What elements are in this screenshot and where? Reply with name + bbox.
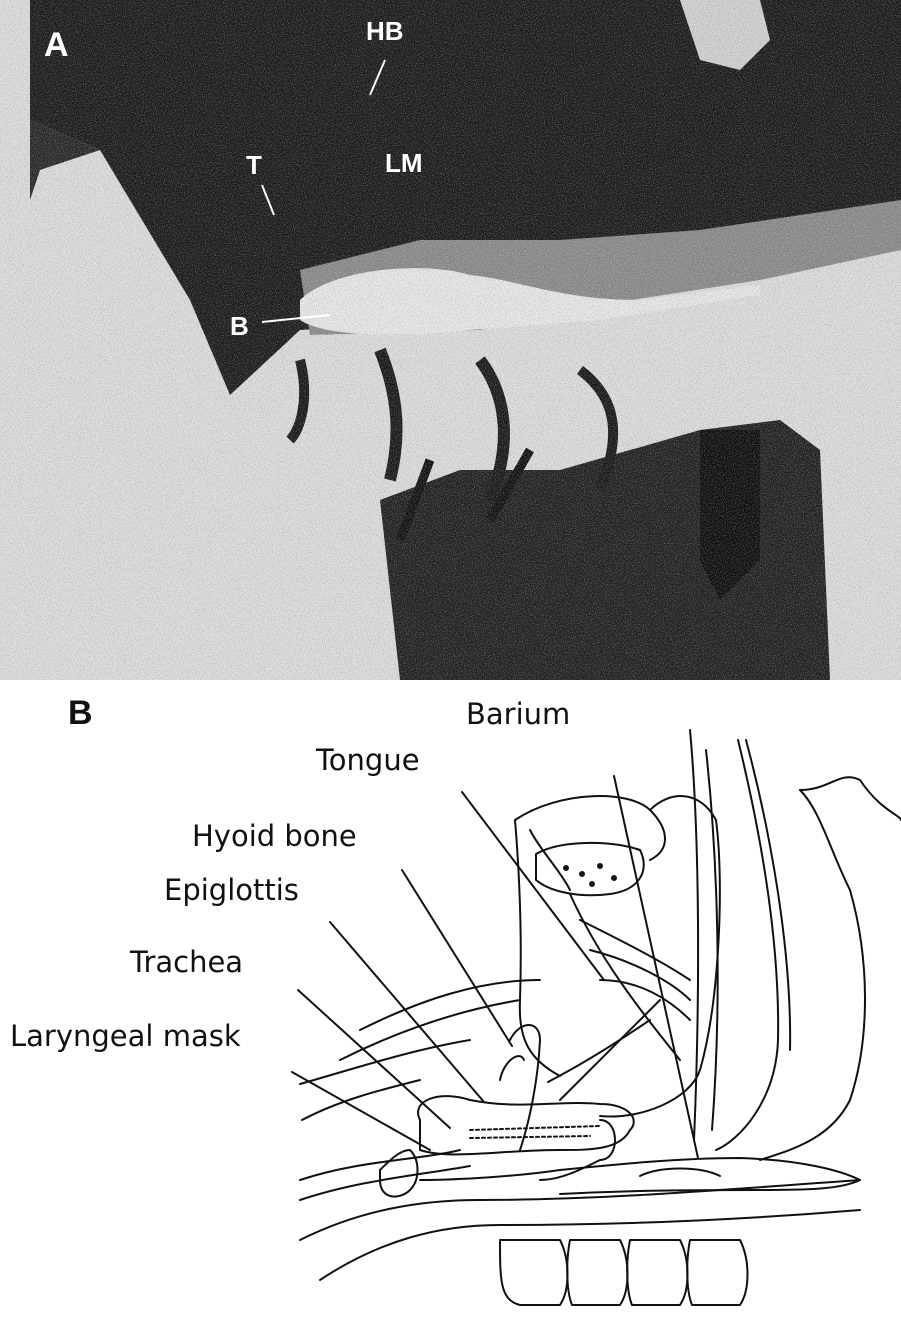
tongue-pointer bbox=[462, 792, 604, 980]
anatomy-drawing bbox=[0, 680, 901, 1321]
label-tongue: Tongue bbox=[316, 746, 420, 775]
label-hb: HB bbox=[366, 18, 404, 44]
label-laryngeal-mask: Laryngeal mask bbox=[10, 1022, 241, 1051]
label-epiglottis: Epiglottis bbox=[164, 876, 299, 905]
trachea-pointer bbox=[298, 990, 450, 1128]
label-lm: LM bbox=[385, 150, 423, 176]
label-hyoid-bone: Hyoid bone bbox=[192, 822, 357, 851]
label-b: B bbox=[230, 313, 249, 339]
epiglottis-pointer bbox=[330, 922, 484, 1102]
panel-b-letter: B bbox=[68, 696, 93, 730]
label-trachea: Trachea bbox=[130, 948, 243, 977]
barium-pointer bbox=[614, 776, 698, 1158]
anatomy-drawing-panel: B Barium Tongue Hyoid bone Epiglottis Tr… bbox=[0, 680, 901, 1321]
hyoid-pointer bbox=[402, 870, 512, 1046]
radiograph-image bbox=[0, 0, 901, 680]
label-t: T bbox=[246, 152, 262, 178]
radiograph-panel: A HB LM T B bbox=[0, 0, 901, 680]
panel-a-letter: A bbox=[44, 28, 69, 62]
label-barium: Barium bbox=[466, 700, 570, 729]
